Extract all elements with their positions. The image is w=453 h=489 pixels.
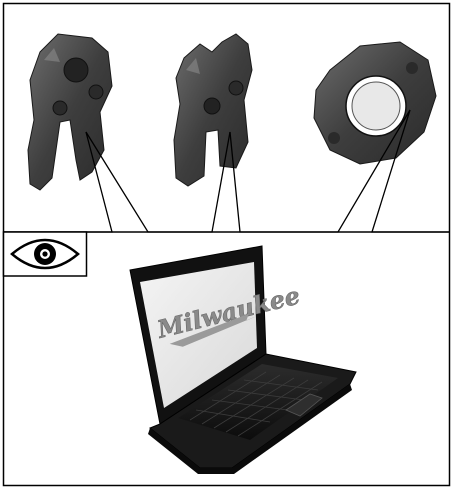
press-jaw-1 xyxy=(28,34,112,190)
press-ring xyxy=(314,42,436,164)
press-jaw-2 xyxy=(174,34,252,186)
laptop xyxy=(130,246,356,474)
